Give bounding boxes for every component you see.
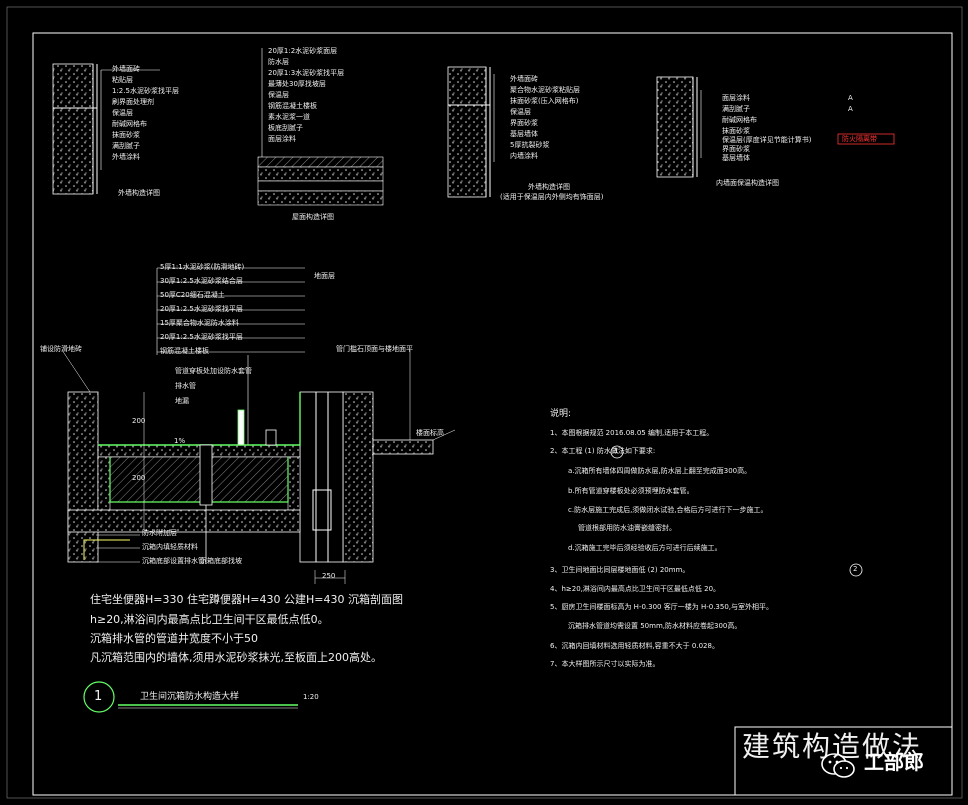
detail2-layer: 面层涂料 <box>268 135 296 143</box>
detail4-layer: 界面砂浆 <box>722 145 750 153</box>
detail4-layer: 保温层(厚度详见节能计算书) <box>722 136 812 144</box>
label-left: 铺设防滑地砖 <box>40 345 82 353</box>
wechat-icon <box>821 753 855 778</box>
note-item: 7、本大样图所示尺寸以实际为准。 <box>550 660 660 668</box>
section-note: 凡沉箱范围内的墙体,须用水泥砂浆抹光,至板面上200高处。 <box>90 651 382 664</box>
detail1-layer: 粘贴层 <box>112 76 133 84</box>
detail1-layer: 保温层 <box>112 109 133 117</box>
label-bottom: 防水附加层 <box>142 529 177 537</box>
note-mark: 2 <box>853 565 858 573</box>
watermark-title: 建筑构造做法 <box>742 730 923 763</box>
note-item: d.沉箱施工完毕后须经验收后方可进行后续施工。 <box>568 544 722 552</box>
label-left: 地漏 <box>175 397 189 405</box>
detail-number: 1 <box>94 689 103 704</box>
label-left: 排水管 <box>175 382 196 390</box>
detail4-layer: 基层墙体 <box>722 154 750 162</box>
note-item: 1、本图根据规范 2016.08.05 编制,适用于本工程。 <box>550 429 714 437</box>
detail3-layer: 界面砂浆 <box>510 119 538 127</box>
detail1-layer: 1:2.5水泥砂浆找平层 <box>112 87 179 95</box>
detail4-layer: 耐碱网格布 <box>722 116 757 124</box>
section-note: h≥20,淋浴间内最高点比卫生间干区最低点低0。 <box>90 613 329 626</box>
label-right: 管门槛石顶面与楼地面平 <box>336 345 413 353</box>
dim-label: 200 <box>132 474 146 482</box>
note-item: c.防水层施工完成后,须做闭水试验,合格后方可进行下一步施工。 <box>568 506 768 514</box>
detail-scale: 1:20 <box>303 693 319 701</box>
section-graphic <box>61 267 456 584</box>
detail2-layer: 素水泥浆一道 <box>268 113 310 121</box>
layer-tag: 地面层 <box>314 272 335 280</box>
floor-layer: 30厚1:2.5水泥砂浆结合层 <box>160 277 243 285</box>
detail3-layer: 聚合物水泥砂浆粘贴层 <box>510 86 580 94</box>
section-note: 住宅坐便器H=330 住宅蹲便器H=430 公建H=430 沉箱剖面图 <box>90 593 403 606</box>
label-bottom: 沉箱内填轻质材料 <box>142 543 198 551</box>
floor-layer: 20厚1:2.5水泥砂浆找平层 <box>160 305 243 313</box>
note-item: 沉箱排水管道均需设置 50mm,防水材料应卷起300高。 <box>568 622 742 630</box>
detail3-layer: 保温层 <box>510 108 531 116</box>
note-item: a.沉箱所有墙体四周做防水层,防水层上翻至完成面300高。 <box>568 467 752 475</box>
label-bottom: 沉箱底部找坡 <box>200 557 242 565</box>
floor-layer: 15厚聚合物水泥防水涂料 <box>160 319 239 327</box>
dim-label: 200 <box>132 417 146 425</box>
note-item: 6、沉箱内回填材料选用轻质材料,容重不大于 0.028。 <box>550 642 719 650</box>
detail2-graphic <box>257 48 384 206</box>
title-block-graphic <box>83 681 298 713</box>
detail4-mark: A <box>848 105 853 113</box>
note-item: 3、卫生间地面比同层楼地面低 (2) 20mm。 <box>550 566 690 574</box>
detail1-layer: 抹面砂浆 <box>112 131 140 139</box>
detail3-layer: 5厚抗裂砂浆 <box>510 141 550 149</box>
detail4-layer: 抹面砂浆 <box>722 127 750 135</box>
label-left: 管道穿板处加设防水套管 <box>175 367 252 375</box>
detail4-layer: 满刮腻子 <box>722 105 750 113</box>
dim-label: 250 <box>322 572 336 580</box>
detail4-layer: 面层涂料 <box>722 94 750 102</box>
notes-heading: 说明: <box>550 409 572 419</box>
slope-label: 1% <box>174 437 186 445</box>
floor-layer: 钢筋混凝土楼板 <box>160 347 209 355</box>
detail2-layer: 20厚1:3水泥砂浆找平层 <box>268 69 345 77</box>
detail1-layer: 满刮腻子 <box>112 142 140 150</box>
note-item: 2、本工程 (1) 防水做法如下要求: <box>550 447 656 455</box>
brand-name: 工部郎 <box>864 750 924 774</box>
detail4-graphic <box>656 76 895 178</box>
floor-layer: 50厚C20细石混凝土 <box>160 291 225 299</box>
detail4-caption: 内墙面保温构造详图 <box>716 179 779 187</box>
detail3-layer: 内墙涂料 <box>510 152 538 160</box>
detail3-layer: 基层墙体 <box>510 130 538 138</box>
detail-title: 卫生间沉箱防水构造大样 <box>140 692 240 702</box>
floor-layer: 5厚1:1水泥砂浆(防滑地砖) <box>160 263 245 271</box>
detail1-layer: 耐碱网格布 <box>112 120 147 128</box>
detail4-mark: A <box>848 94 853 102</box>
detail2-layer: 最薄处30厚找坡层 <box>268 80 326 88</box>
detail3-graphic <box>447 66 495 198</box>
detail3-caption: 外墙构造详图 <box>528 183 570 191</box>
detail1-caption: 外墙构造详图 <box>118 189 160 197</box>
note-item: 5、厨房卫生间楼面标高为 H-0.300 客厅一楼为 H-0.350,与室外相平… <box>550 603 774 611</box>
label-right: 楼面标高 <box>416 429 444 437</box>
detail2-layer: 20厚1:2水泥砂浆面层 <box>268 47 338 55</box>
detail2-layer: 板底刮腻子 <box>268 124 303 132</box>
note-mark: 1 <box>614 447 619 455</box>
detail2-caption: 屋面构造详图 <box>292 213 334 221</box>
detail2-layer: 保温层 <box>268 91 289 99</box>
detail4-red-note: 防火隔离带 <box>842 135 877 143</box>
detail3-layer: 外墙面砖 <box>510 75 538 83</box>
floor-layer: 20厚1:2.5水泥砂浆找平层 <box>160 333 243 341</box>
note-item: 4、h≥20,淋浴间内最高点比卫生间干区最低点低 20。 <box>550 585 721 593</box>
detail1-graphic <box>52 63 160 195</box>
note-item: 管道根部用防水油膏嵌缝密封。 <box>578 524 676 532</box>
section-note: 沉箱排水管的管道井宽度不小于50 <box>90 632 258 645</box>
detail3-subcaption: (适用于保温层内外侧均有饰面层) <box>500 193 604 201</box>
note-item: b.所有管道穿楼板处必须预埋防水套管。 <box>568 487 694 495</box>
detail2-layer: 防水层 <box>268 58 289 66</box>
detail3-layer: 抹面砂浆(压入网格布) <box>510 97 579 105</box>
detail1-layer: 刷界面处理剂 <box>112 98 154 106</box>
detail2-layer: 钢筋混凝土楼板 <box>268 102 317 110</box>
detail1-layer: 外墙面砖 <box>112 65 140 73</box>
detail1-layer: 外墙涂料 <box>112 153 140 161</box>
label-bottom: 沉箱底部设置排水管 <box>142 557 205 565</box>
